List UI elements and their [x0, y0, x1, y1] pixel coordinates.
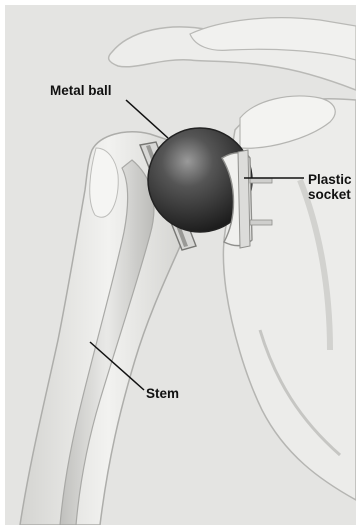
- stem-label: Stem: [146, 386, 179, 401]
- metal-ball-label: Metal ball: [50, 83, 112, 98]
- plastic-socket-label-line2: socket: [308, 187, 352, 202]
- plastic-socket-label: Plastic socket: [308, 172, 352, 202]
- plastic-socket-label-line1: Plastic: [308, 172, 352, 187]
